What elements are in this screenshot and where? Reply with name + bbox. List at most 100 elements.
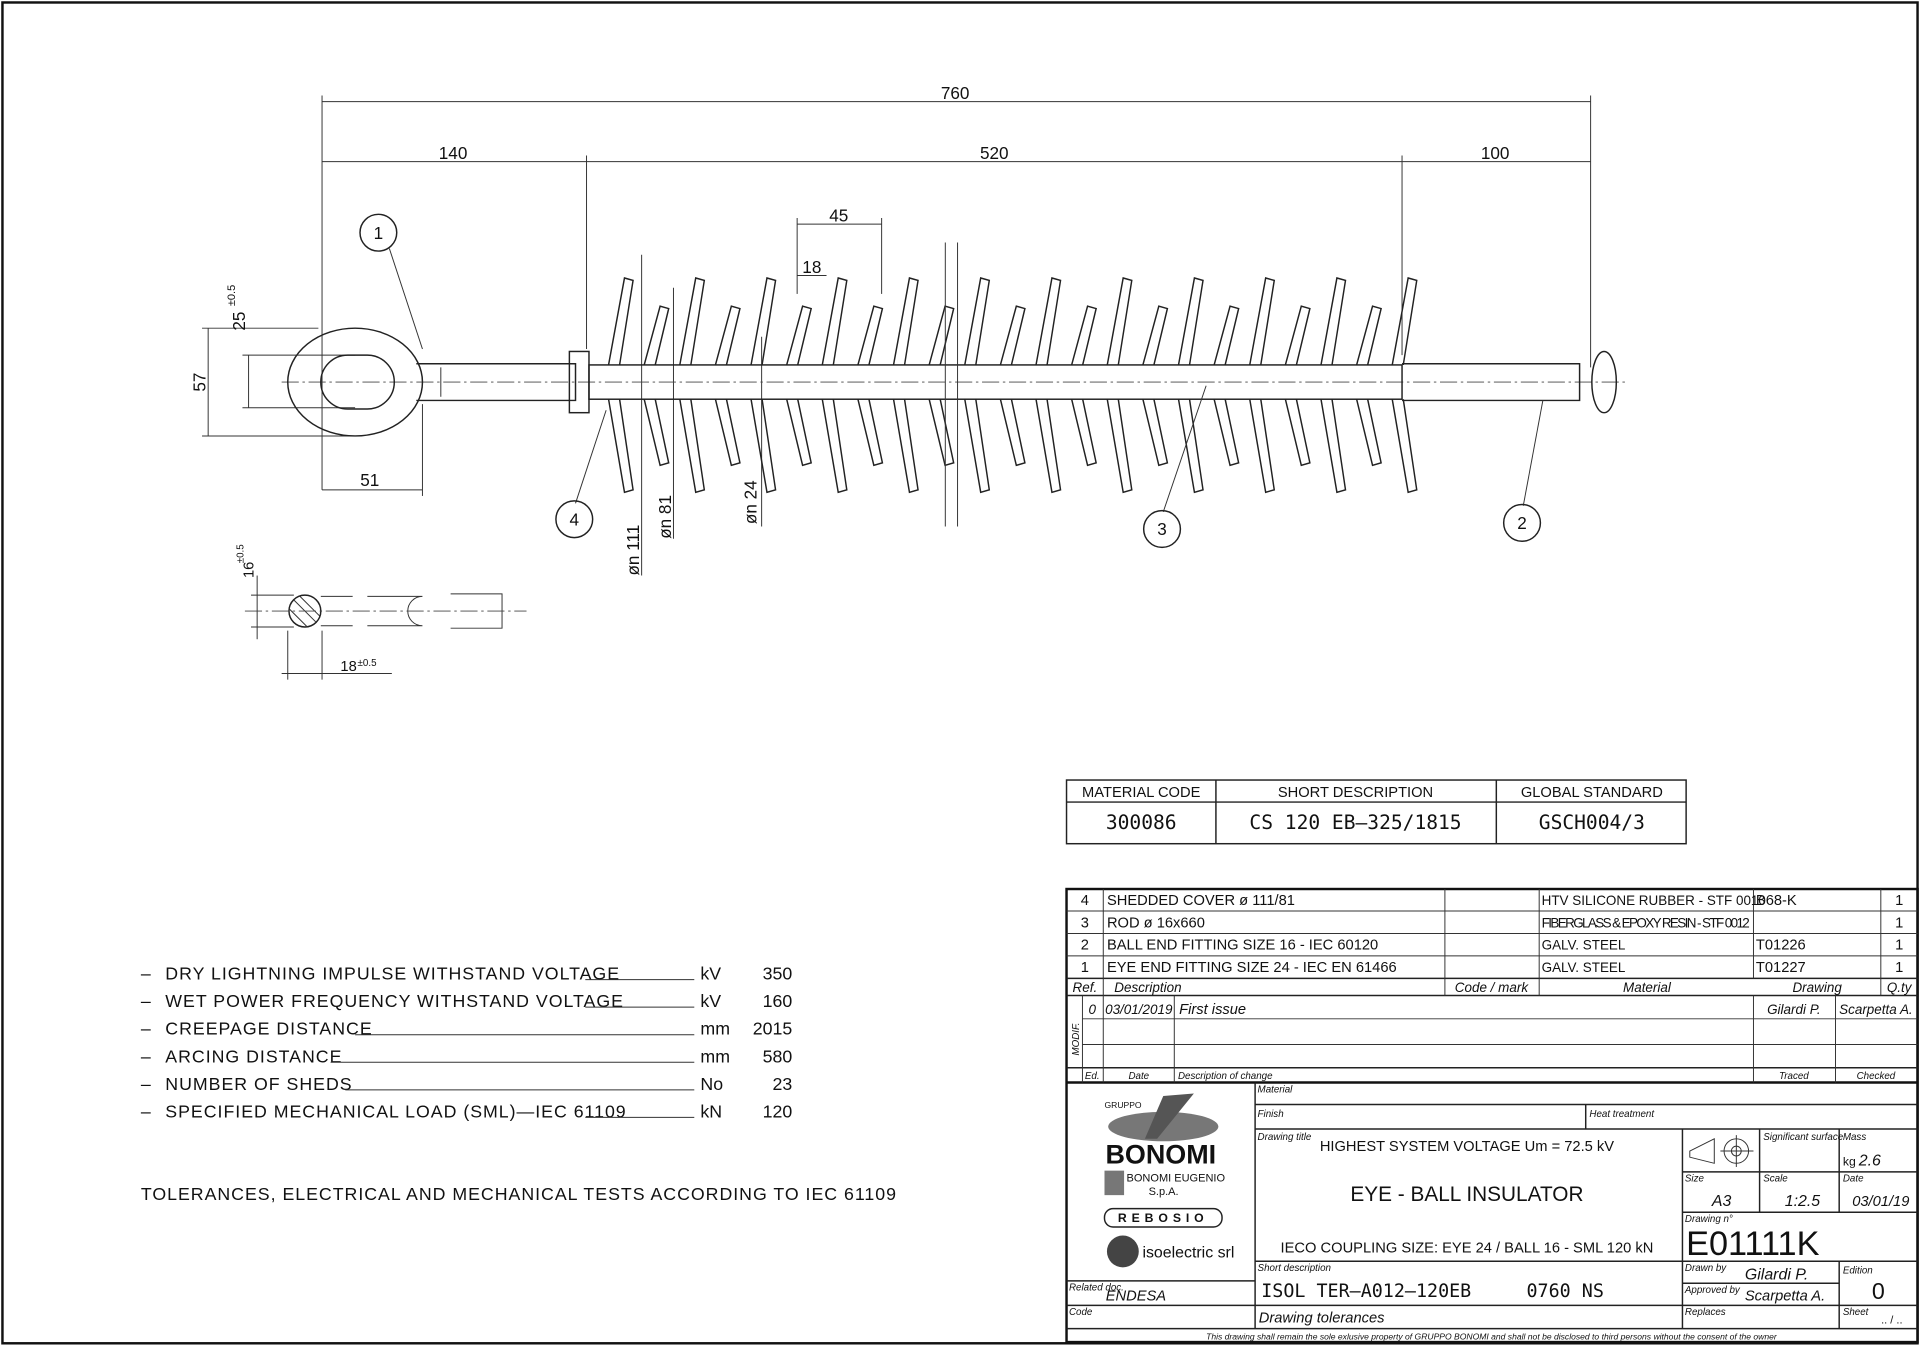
svg-text:B68-K: B68-K <box>1756 893 1797 909</box>
svg-text:Related doc.: Related doc. <box>1069 1283 1124 1294</box>
svg-text:Finish: Finish <box>1258 1109 1284 1120</box>
spec-label: SPECIFIED MECHANICAL LOAD (SML)—IEC 6110… <box>165 1101 626 1121</box>
svg-text:Material: Material <box>1623 980 1672 995</box>
svg-text:Q.ty: Q.ty <box>1887 980 1913 995</box>
shed <box>1177 399 1204 494</box>
svg-text:Drawing n°: Drawing n° <box>1685 1214 1733 1225</box>
logo-spa: S.p.A. <box>1149 1186 1179 1198</box>
dim-shed-gap: 18 <box>802 257 821 277</box>
svg-text:GLOBAL STANDARD: GLOBAL STANDARD <box>1521 785 1663 801</box>
drawing-tolerances: Drawing tolerances <box>1259 1310 1385 1326</box>
shed <box>1106 399 1133 494</box>
svg-text:Drawing: Drawing <box>1792 980 1842 995</box>
svg-text:Date: Date <box>1128 1071 1149 1082</box>
svg-text:3: 3 <box>1157 519 1167 539</box>
balloon-1: 1 <box>359 213 398 252</box>
dim-ball: 100 <box>1481 143 1510 163</box>
shed <box>1070 399 1098 467</box>
projection-symbol-icon <box>1689 1135 1754 1167</box>
spec-value: 160 <box>763 991 793 1011</box>
shed <box>857 305 884 366</box>
dim-shed-small: øn 81 <box>655 495 675 539</box>
svg-text:2: 2 <box>1081 938 1089 954</box>
shed <box>999 399 1026 467</box>
spec-value: 580 <box>763 1046 793 1066</box>
drawing-title-voltage: HIGHEST SYSTEM VOLTAGE Um = 72.5 kV <box>1320 1139 1614 1155</box>
mass-unit: kg <box>1843 1155 1856 1169</box>
shed <box>1355 399 1382 467</box>
edition-value: 0 <box>1872 1278 1885 1304</box>
shed <box>1213 305 1240 366</box>
svg-text:Ed.: Ed. <box>1085 1071 1100 1082</box>
revision-row: MODIF. 0 03/01/2019 First issue Gilardi … <box>1071 1002 1913 1082</box>
shed <box>1142 305 1169 366</box>
balloon-4: 4 <box>555 500 594 539</box>
spec-label: ARCING DISTANCE <box>165 1046 342 1066</box>
scale-value: 1:2.5 <box>1785 1193 1821 1210</box>
shed <box>999 305 1026 366</box>
svg-text:Drawn by: Drawn by <box>1685 1263 1727 1274</box>
spec-unit: kV <box>700 991 721 1011</box>
logo-rebosio: REBOSIO <box>1118 1211 1209 1225</box>
svg-text:1: 1 <box>1895 938 1903 954</box>
svg-text:Sheet: Sheet <box>1843 1307 1870 1318</box>
svg-text:Code: Code <box>1069 1307 1093 1318</box>
svg-text:–: – <box>141 1101 151 1121</box>
shed <box>785 305 813 366</box>
svg-text:Drawing title: Drawing title <box>1258 1132 1312 1143</box>
isoelectric-logo-icon <box>1106 1235 1139 1268</box>
related-doc: ENDESA <box>1106 1288 1166 1304</box>
sheet-value: .. / .. <box>1881 1315 1902 1327</box>
svg-text:Traced: Traced <box>1779 1071 1809 1082</box>
drawn-by: Gilardi P. <box>1745 1267 1808 1284</box>
section-detail <box>244 575 527 680</box>
shed <box>607 399 634 494</box>
svg-text:MODIF.: MODIF. <box>1071 1023 1082 1056</box>
svg-text:3: 3 <box>1081 915 1089 931</box>
svg-text:Approved by: Approved by <box>1684 1285 1741 1296</box>
dim-eye-slot: 25 <box>229 312 249 331</box>
svg-text:Description of change: Description of change <box>1178 1071 1273 1082</box>
logo-bonomi: BONOMI <box>1105 1139 1216 1169</box>
spec-unit: mm <box>700 1046 730 1066</box>
dim-pitch: 45 <box>829 206 848 226</box>
shed <box>821 399 848 494</box>
logo-eugenio: BONOMI EUGENIO <box>1127 1173 1226 1185</box>
shed <box>1106 277 1133 366</box>
insulator <box>281 242 1629 527</box>
dim-eye-width: 51 <box>360 470 379 490</box>
svg-text:1: 1 <box>374 223 384 243</box>
svg-text:–: – <box>141 1019 151 1039</box>
logo-gruppo: GRUPPO <box>1104 1100 1141 1110</box>
spec-value: 350 <box>763 964 793 984</box>
shed <box>1391 277 1418 366</box>
spec-unit: No <box>700 1074 723 1094</box>
svg-text:4: 4 <box>570 509 580 529</box>
svg-text:MATERIAL CODE: MATERIAL CODE <box>1082 785 1201 801</box>
shed <box>892 399 919 494</box>
drawing-title: EYE - BALL INSULATOR <box>1350 1183 1583 1206</box>
dim-section-w: 18 <box>340 659 356 675</box>
sheds <box>607 277 1418 494</box>
global-standard: GSCH004/3 <box>1539 811 1645 834</box>
short-description: CS 120 EB—325/1815 <box>1249 811 1461 834</box>
eye-fitting <box>287 327 424 437</box>
drawing-number: E01111K <box>1686 1225 1820 1263</box>
shed <box>1177 277 1204 366</box>
tolerances-note: TOLERANCES, ELECTRICAL AND MECHANICAL TE… <box>141 1184 897 1204</box>
svg-text:–: – <box>141 991 151 1011</box>
short-description-value: ISOL TER—A012—120EB 0760 NS <box>1261 1281 1604 1302</box>
dim-shed-large: øn 111 <box>623 525 643 576</box>
svg-text:Gilardi P.: Gilardi P. <box>1767 1002 1821 1017</box>
svg-text:1: 1 <box>1895 960 1903 976</box>
svg-text:Heat treatment: Heat treatment <box>1589 1109 1655 1120</box>
shed <box>750 277 777 366</box>
shed <box>892 277 919 366</box>
